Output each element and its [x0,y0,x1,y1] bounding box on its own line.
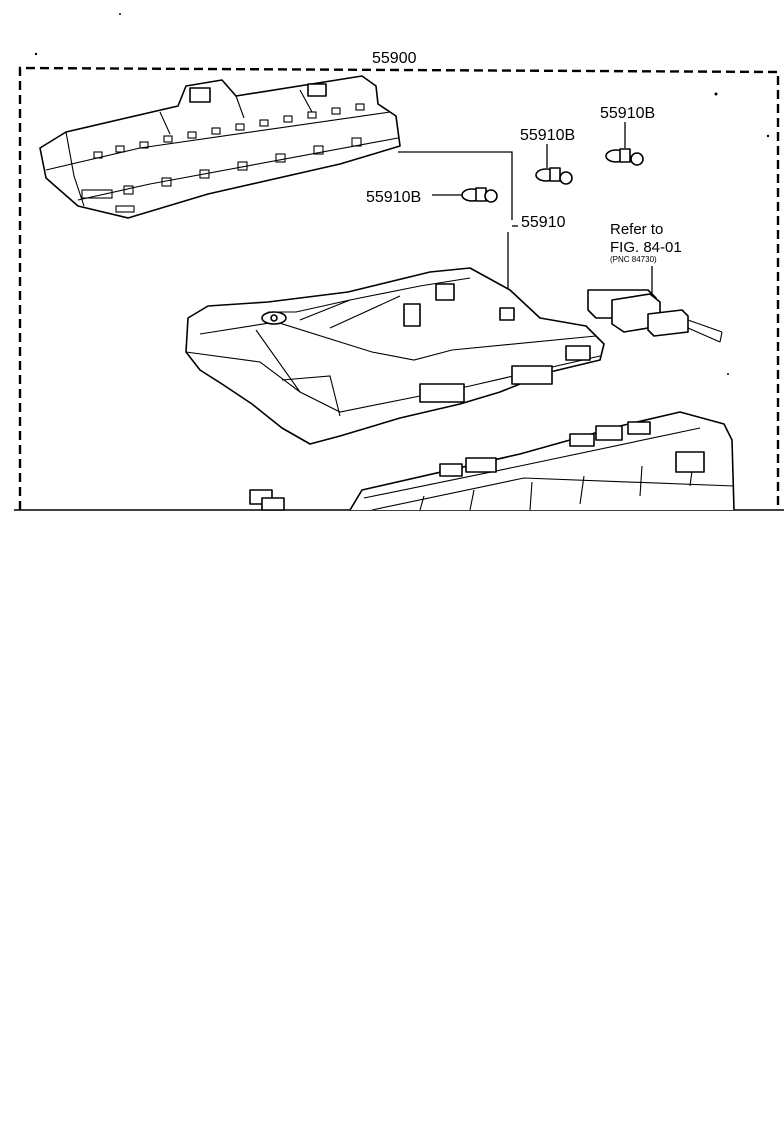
meter-case [349,411,735,511]
bulb-c [605,122,644,166]
label-bulb-a: 55910B [366,189,421,206]
label-assembly-55900: 55900 [372,50,417,67]
label-bulb-b: 55910B [520,127,575,144]
clip-part [249,489,285,511]
leader-55910-top [398,151,513,290]
refer-note-line3: (PNC 84730) [610,255,657,264]
scan-specks [34,13,770,375]
refer-note-line2: FIG. 84-01 [610,239,682,256]
label-bulb-c: 55910B [600,105,655,122]
refer-note-line1: Refer to [610,221,663,238]
meter-frame [185,267,605,445]
wiring-connector [587,289,723,343]
circuit-board [39,75,401,219]
bulb-b [535,144,573,185]
label-panel-55910: 55910 [521,214,566,231]
bulb-a [432,187,498,203]
